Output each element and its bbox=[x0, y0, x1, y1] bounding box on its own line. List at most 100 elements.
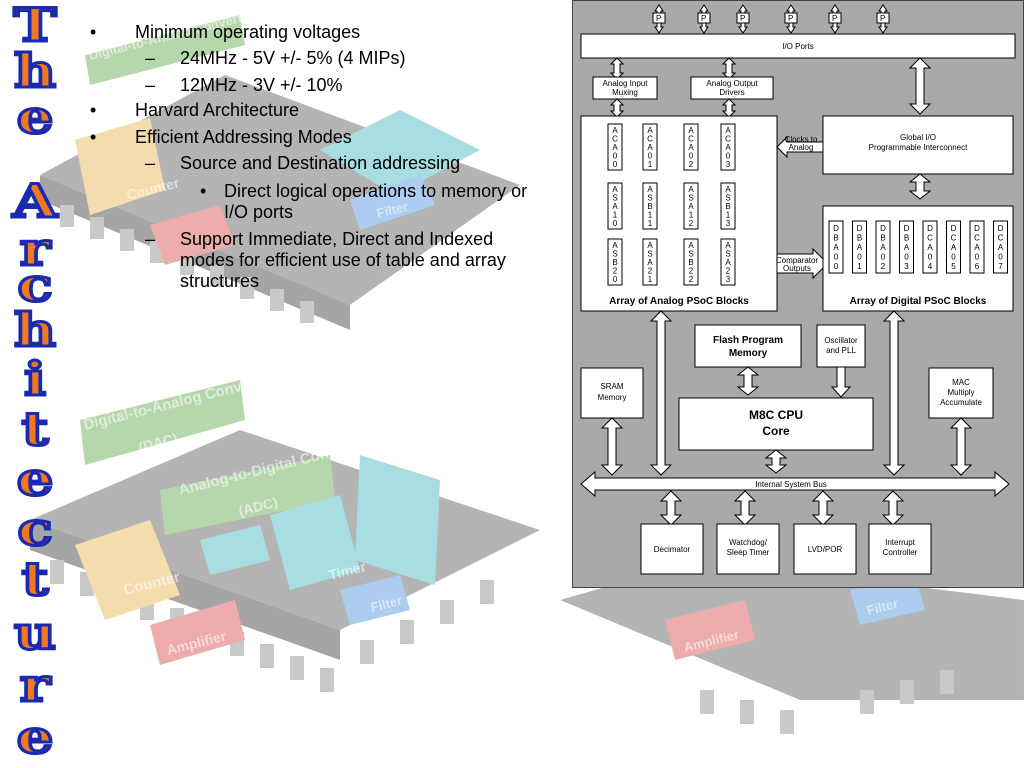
bullet-text: structures bbox=[180, 271, 260, 291]
analog-block-char: A bbox=[688, 241, 694, 250]
bullet-text: 12MHz - 3V +/- 10% bbox=[180, 75, 343, 95]
io-ports-label: I/O Ports bbox=[782, 42, 814, 51]
oscillator-block bbox=[816, 324, 866, 368]
bullet-text: Minimum operating voltages bbox=[135, 22, 361, 42]
digital-block-char: D bbox=[880, 224, 886, 233]
digital-block-char: 0 bbox=[975, 253, 980, 262]
watchdog-label: Watchdog/ bbox=[729, 538, 768, 547]
analog-block-char: B bbox=[647, 202, 652, 211]
bullet-marker: • bbox=[90, 127, 97, 147]
io-ports-bar bbox=[580, 33, 1016, 59]
analog-block-char: 1 bbox=[648, 275, 653, 284]
analog-block-char: S bbox=[725, 194, 730, 203]
title-letter: i bbox=[22, 352, 48, 406]
analog-block-char: B bbox=[725, 202, 730, 211]
vertical-arrow bbox=[659, 490, 683, 526]
sram-label-2: Memory bbox=[598, 393, 627, 402]
bullet-marker: – bbox=[145, 229, 156, 249]
internal-system-bus bbox=[580, 470, 1010, 498]
digital-block-char: A bbox=[833, 243, 839, 252]
analog-array-label: Array of Analog PSoC Blocks bbox=[609, 296, 749, 307]
digital-block bbox=[946, 220, 961, 274]
digital-block-char: A bbox=[880, 243, 886, 252]
block-diagram-svg: .box{fill:#fff;stroke:#000;stroke-width:… bbox=[580, 4, 1016, 575]
analog-block bbox=[642, 182, 658, 230]
watchdog-label-2: Sleep Timer bbox=[727, 548, 770, 557]
analog-block-char: 2 bbox=[689, 267, 694, 276]
analog-block-char: A bbox=[647, 126, 653, 135]
mac-label-3: Accumulate bbox=[940, 398, 982, 407]
analog-block-char: A bbox=[647, 241, 653, 250]
digital-block-char: B bbox=[904, 234, 909, 243]
digital-block-char: A bbox=[974, 243, 980, 252]
analog-block-char: A bbox=[688, 185, 694, 194]
title-letter: e bbox=[15, 452, 55, 506]
title-letter: t bbox=[20, 552, 50, 606]
osc-label-2: and PLL bbox=[826, 346, 856, 355]
analog-input-label: Analog Input bbox=[603, 79, 649, 88]
analog-block-char: A bbox=[688, 126, 694, 135]
analog-block-char: 2 bbox=[689, 275, 694, 284]
comparator-arrow bbox=[776, 247, 824, 280]
analog-output-label: Analog Output bbox=[706, 79, 758, 88]
global-io-label: Global I/O bbox=[900, 133, 936, 142]
port-label: P bbox=[740, 14, 745, 23]
analog-block-char: 1 bbox=[648, 219, 653, 228]
analog-block-char: 1 bbox=[648, 211, 653, 220]
vertical-arrow bbox=[721, 98, 737, 118]
cpu-core-block bbox=[678, 397, 874, 451]
digital-block bbox=[875, 220, 891, 274]
analog-block-char: 0 bbox=[613, 219, 618, 228]
bullet-marker: • bbox=[200, 181, 207, 201]
digital-block-char: A bbox=[998, 243, 1004, 252]
analog-block-char: A bbox=[647, 185, 653, 194]
lvd-label: LVD/POR bbox=[808, 545, 843, 554]
digital-block-char: C bbox=[927, 234, 933, 243]
vertical-arrow bbox=[733, 490, 757, 526]
vertical-arrow bbox=[600, 417, 624, 476]
digital-block-char: 0 bbox=[998, 253, 1003, 262]
analog-block-char: 3 bbox=[726, 275, 731, 284]
digital-block-char: A bbox=[927, 243, 933, 252]
bullet-text: Harvard Architecture bbox=[135, 100, 300, 120]
digital-block-char: B bbox=[857, 234, 862, 243]
analog-input-label-2: Muxing bbox=[612, 88, 638, 97]
bullet-text: modes for efficient use of table and arr… bbox=[180, 250, 506, 270]
vertical-arrow bbox=[736, 366, 760, 396]
analog-block-char: S bbox=[647, 250, 652, 259]
interrupt-label: Interrupt bbox=[885, 538, 916, 547]
digital-block-char: 6 bbox=[975, 262, 980, 271]
bullet-text: 24MHz - 5V +/- 5% (4 MIPs) bbox=[180, 48, 406, 68]
title-letter: r bbox=[18, 222, 52, 276]
analog-block-char: C bbox=[612, 135, 618, 144]
analog-block-char: A bbox=[612, 143, 618, 152]
clocks-label-2: Analog bbox=[789, 143, 814, 152]
analog-block bbox=[607, 238, 623, 286]
digital-block-char: A bbox=[904, 243, 910, 252]
flash-label: Flash Program bbox=[713, 335, 783, 346]
mac-block bbox=[928, 367, 994, 419]
analog-block-char: A bbox=[612, 126, 618, 135]
digital-block bbox=[969, 220, 985, 274]
bg-filter-label: Filter bbox=[369, 593, 403, 615]
analog-block-char: A bbox=[688, 143, 694, 152]
analog-block-char: 0 bbox=[648, 152, 653, 161]
digital-block-char: D bbox=[951, 224, 957, 233]
analog-output-label-2: Drivers bbox=[719, 88, 744, 97]
digital-block bbox=[993, 220, 1008, 274]
interrupt-label-2: Controller bbox=[883, 548, 918, 557]
analog-block-char: A bbox=[612, 202, 618, 211]
mac-label: MAC bbox=[952, 378, 970, 387]
analog-block-char: A bbox=[725, 126, 731, 135]
analog-block-char: 1 bbox=[726, 211, 731, 220]
bullet-text: Source and Destination addressing bbox=[180, 153, 461, 173]
digital-block-char: B bbox=[880, 234, 885, 243]
digital-block-char: 0 bbox=[904, 253, 909, 262]
vertical-arrow bbox=[881, 490, 905, 526]
analog-block-char: 3 bbox=[726, 160, 731, 169]
decimator-block bbox=[640, 523, 704, 575]
bullet-text: Direct logical operations to memory or bbox=[224, 181, 528, 201]
flash-label-2: Memory bbox=[729, 348, 768, 359]
